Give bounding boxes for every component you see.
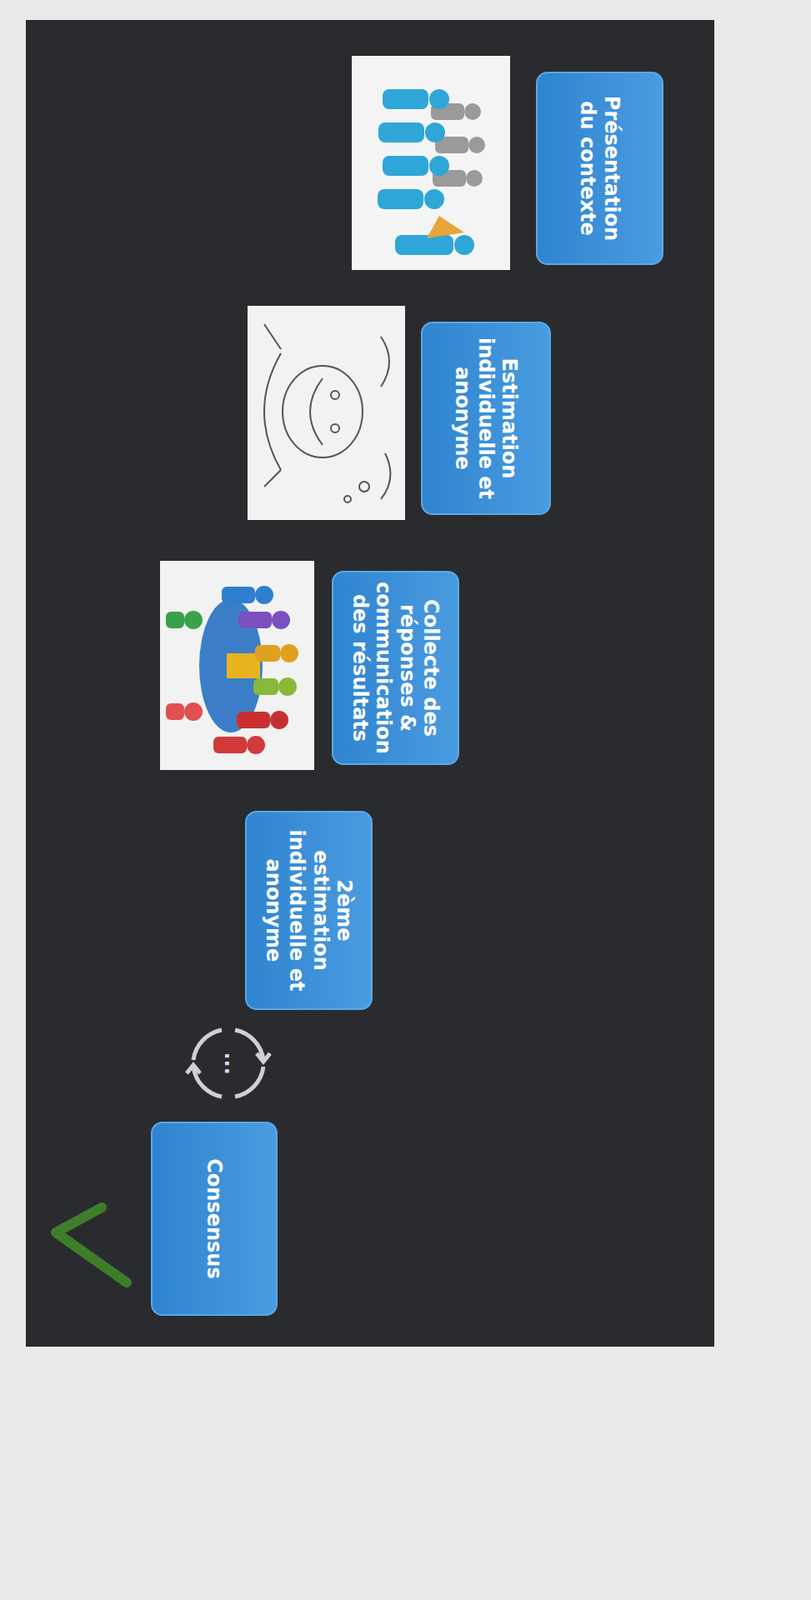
box-text: 2ème estimation individuelle et anonyme (261, 824, 356, 997)
box-text: Estimation individuelle et anonyme (450, 335, 522, 502)
box-text: Présentation du contexte (575, 85, 624, 252)
slide-background: Présentation du contexteEstimation indiv… (25, 20, 715, 1347)
slide-stage: Présentation du contexteEstimation indiv… (25, 20, 715, 1347)
thinking-sketch (247, 305, 406, 521)
box-text: Collecte des réponses & communication de… (348, 581, 443, 755)
process-box: Consensus (150, 1121, 278, 1317)
process-box: Présentation du contexte (535, 71, 664, 266)
process-box: 2ème estimation individuelle et anonyme (245, 811, 373, 1011)
cycle-symbol (186, 1030, 271, 1097)
box-text: Consensus (202, 1158, 226, 1280)
process-box: Estimation individuelle et anonyme (420, 321, 551, 516)
cycle-dots: ... (221, 1052, 242, 1076)
process-box: Collecte des réponses & communication de… (331, 570, 460, 766)
team-picture (351, 55, 511, 271)
round-table-picture (160, 560, 315, 771)
check-mark (55, 1207, 127, 1283)
